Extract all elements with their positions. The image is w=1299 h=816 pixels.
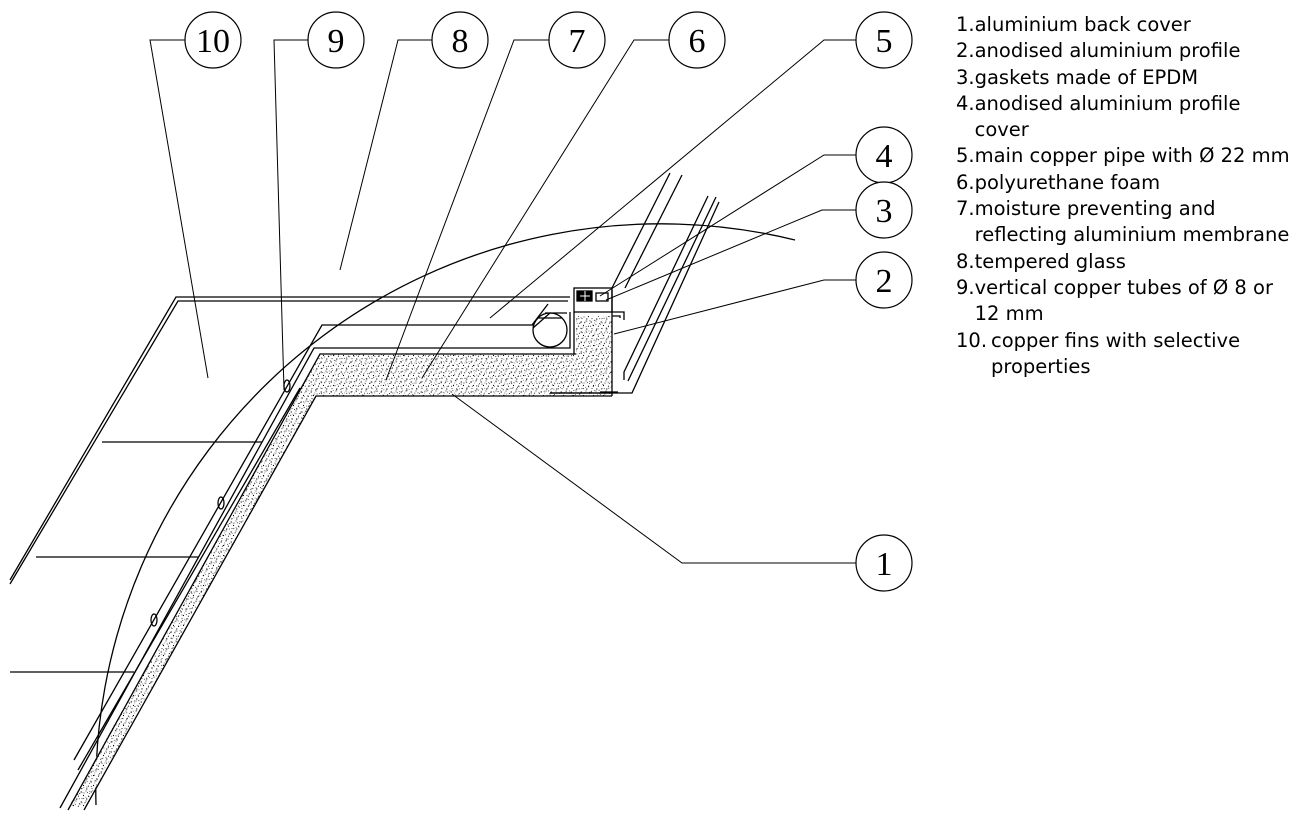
- svg-text:7: 7: [569, 23, 586, 60]
- legend-item-main-copper-pipe: 5. main copper pipe with Ø 22 mm: [956, 143, 1296, 169]
- legend-number: 6.: [956, 170, 975, 194]
- legend-number: 2.: [956, 39, 975, 63]
- legend-item-aluminium-back-cover: 1. aluminium back cover: [956, 12, 1296, 38]
- legend-number: 10.: [956, 328, 988, 352]
- detail-boundary-arc: [95, 223, 796, 806]
- component-legend: 1. aluminium back cover 2. anodised alum…: [956, 12, 1296, 380]
- svg-text:1: 1: [876, 546, 893, 583]
- reflecting-membrane: [73, 303, 549, 761]
- legend-item-polyurethane-foam: 6. polyurethane foam: [956, 170, 1296, 196]
- legend-number: 1.: [956, 13, 975, 36]
- callout-3: 3: [855, 181, 913, 239]
- legend-text: vertical copper tubes of Ø 8 or 12 mm: [974, 275, 1273, 326]
- profile-cover-and-glass: [600, 172, 720, 396]
- callout-2: 2: [855, 251, 913, 309]
- legend-number: 7.: [956, 197, 975, 221]
- callout-10: 10: [184, 11, 242, 69]
- callout-7: 7: [548, 11, 606, 69]
- legend-number: 5.: [956, 144, 975, 168]
- legend-text: main copper pipe with Ø 22 mm: [974, 144, 1290, 168]
- polyurethane-foam: [67, 353, 612, 811]
- legend-text: aluminium back cover: [974, 13, 1191, 36]
- cross-section-drawing: 10 9 8 7 6 5 4 3: [9, 11, 913, 811]
- legend-text: polyurethane foam: [974, 170, 1161, 194]
- legend-item-copper-fins: 10. copper fins with selective propertie…: [956, 328, 1296, 381]
- legend-number: 3.: [956, 65, 975, 89]
- callout-5: 5: [855, 11, 913, 69]
- legend-text: anodised aluminium profile cover: [974, 91, 1241, 142]
- legend-number: 4.: [956, 91, 975, 115]
- svg-text:10: 10: [196, 23, 230, 60]
- svg-text:3: 3: [876, 193, 893, 230]
- legend-text: tempered glass: [974, 249, 1126, 273]
- legend-text: anodised aluminium profile: [974, 39, 1241, 63]
- callout-1: 1: [855, 534, 913, 592]
- legend-number: 9.: [956, 275, 975, 299]
- legend-item-membrane: 7. moisture preventing and reflecting al…: [956, 196, 1296, 249]
- tempered-glass: [9, 296, 570, 585]
- legend-item-profile-cover: 4. anodised aluminium profile cover: [956, 91, 1296, 144]
- svg-text:5: 5: [876, 23, 893, 60]
- svg-text:2: 2: [876, 263, 893, 300]
- legend-item-vertical-copper-tubes: 9. vertical copper tubes of Ø 8 or 12 mm: [956, 275, 1296, 328]
- copper-fins: [10, 441, 262, 673]
- callout-6: 6: [668, 11, 726, 69]
- callout-9: 9: [307, 11, 365, 69]
- legend-text: moisture preventing and reflecting alumi…: [974, 197, 1290, 247]
- legend-text: gaskets made of EPDM: [974, 65, 1199, 89]
- callout-8: 8: [431, 11, 489, 69]
- legend-item-anodised-aluminium-profile: 2. anodised aluminium profile: [956, 38, 1296, 64]
- aluminium-back-cover: [59, 312, 575, 809]
- legend-item-gaskets: 3. gaskets made of EPDM: [956, 65, 1296, 91]
- svg-text:8: 8: [452, 23, 469, 60]
- legend-text: copper fins with selective properties: [991, 328, 1241, 378]
- svg-text:4: 4: [876, 138, 893, 175]
- callout-4: 4: [855, 126, 913, 184]
- leader-lines: [149, 39, 856, 564]
- main-copper-pipe: [532, 312, 568, 348]
- svg-text:9: 9: [328, 23, 345, 60]
- legend-item-tempered-glass: 8. tempered glass: [956, 249, 1296, 275]
- svg-text:6: 6: [689, 23, 706, 60]
- legend-number: 8.: [956, 249, 975, 273]
